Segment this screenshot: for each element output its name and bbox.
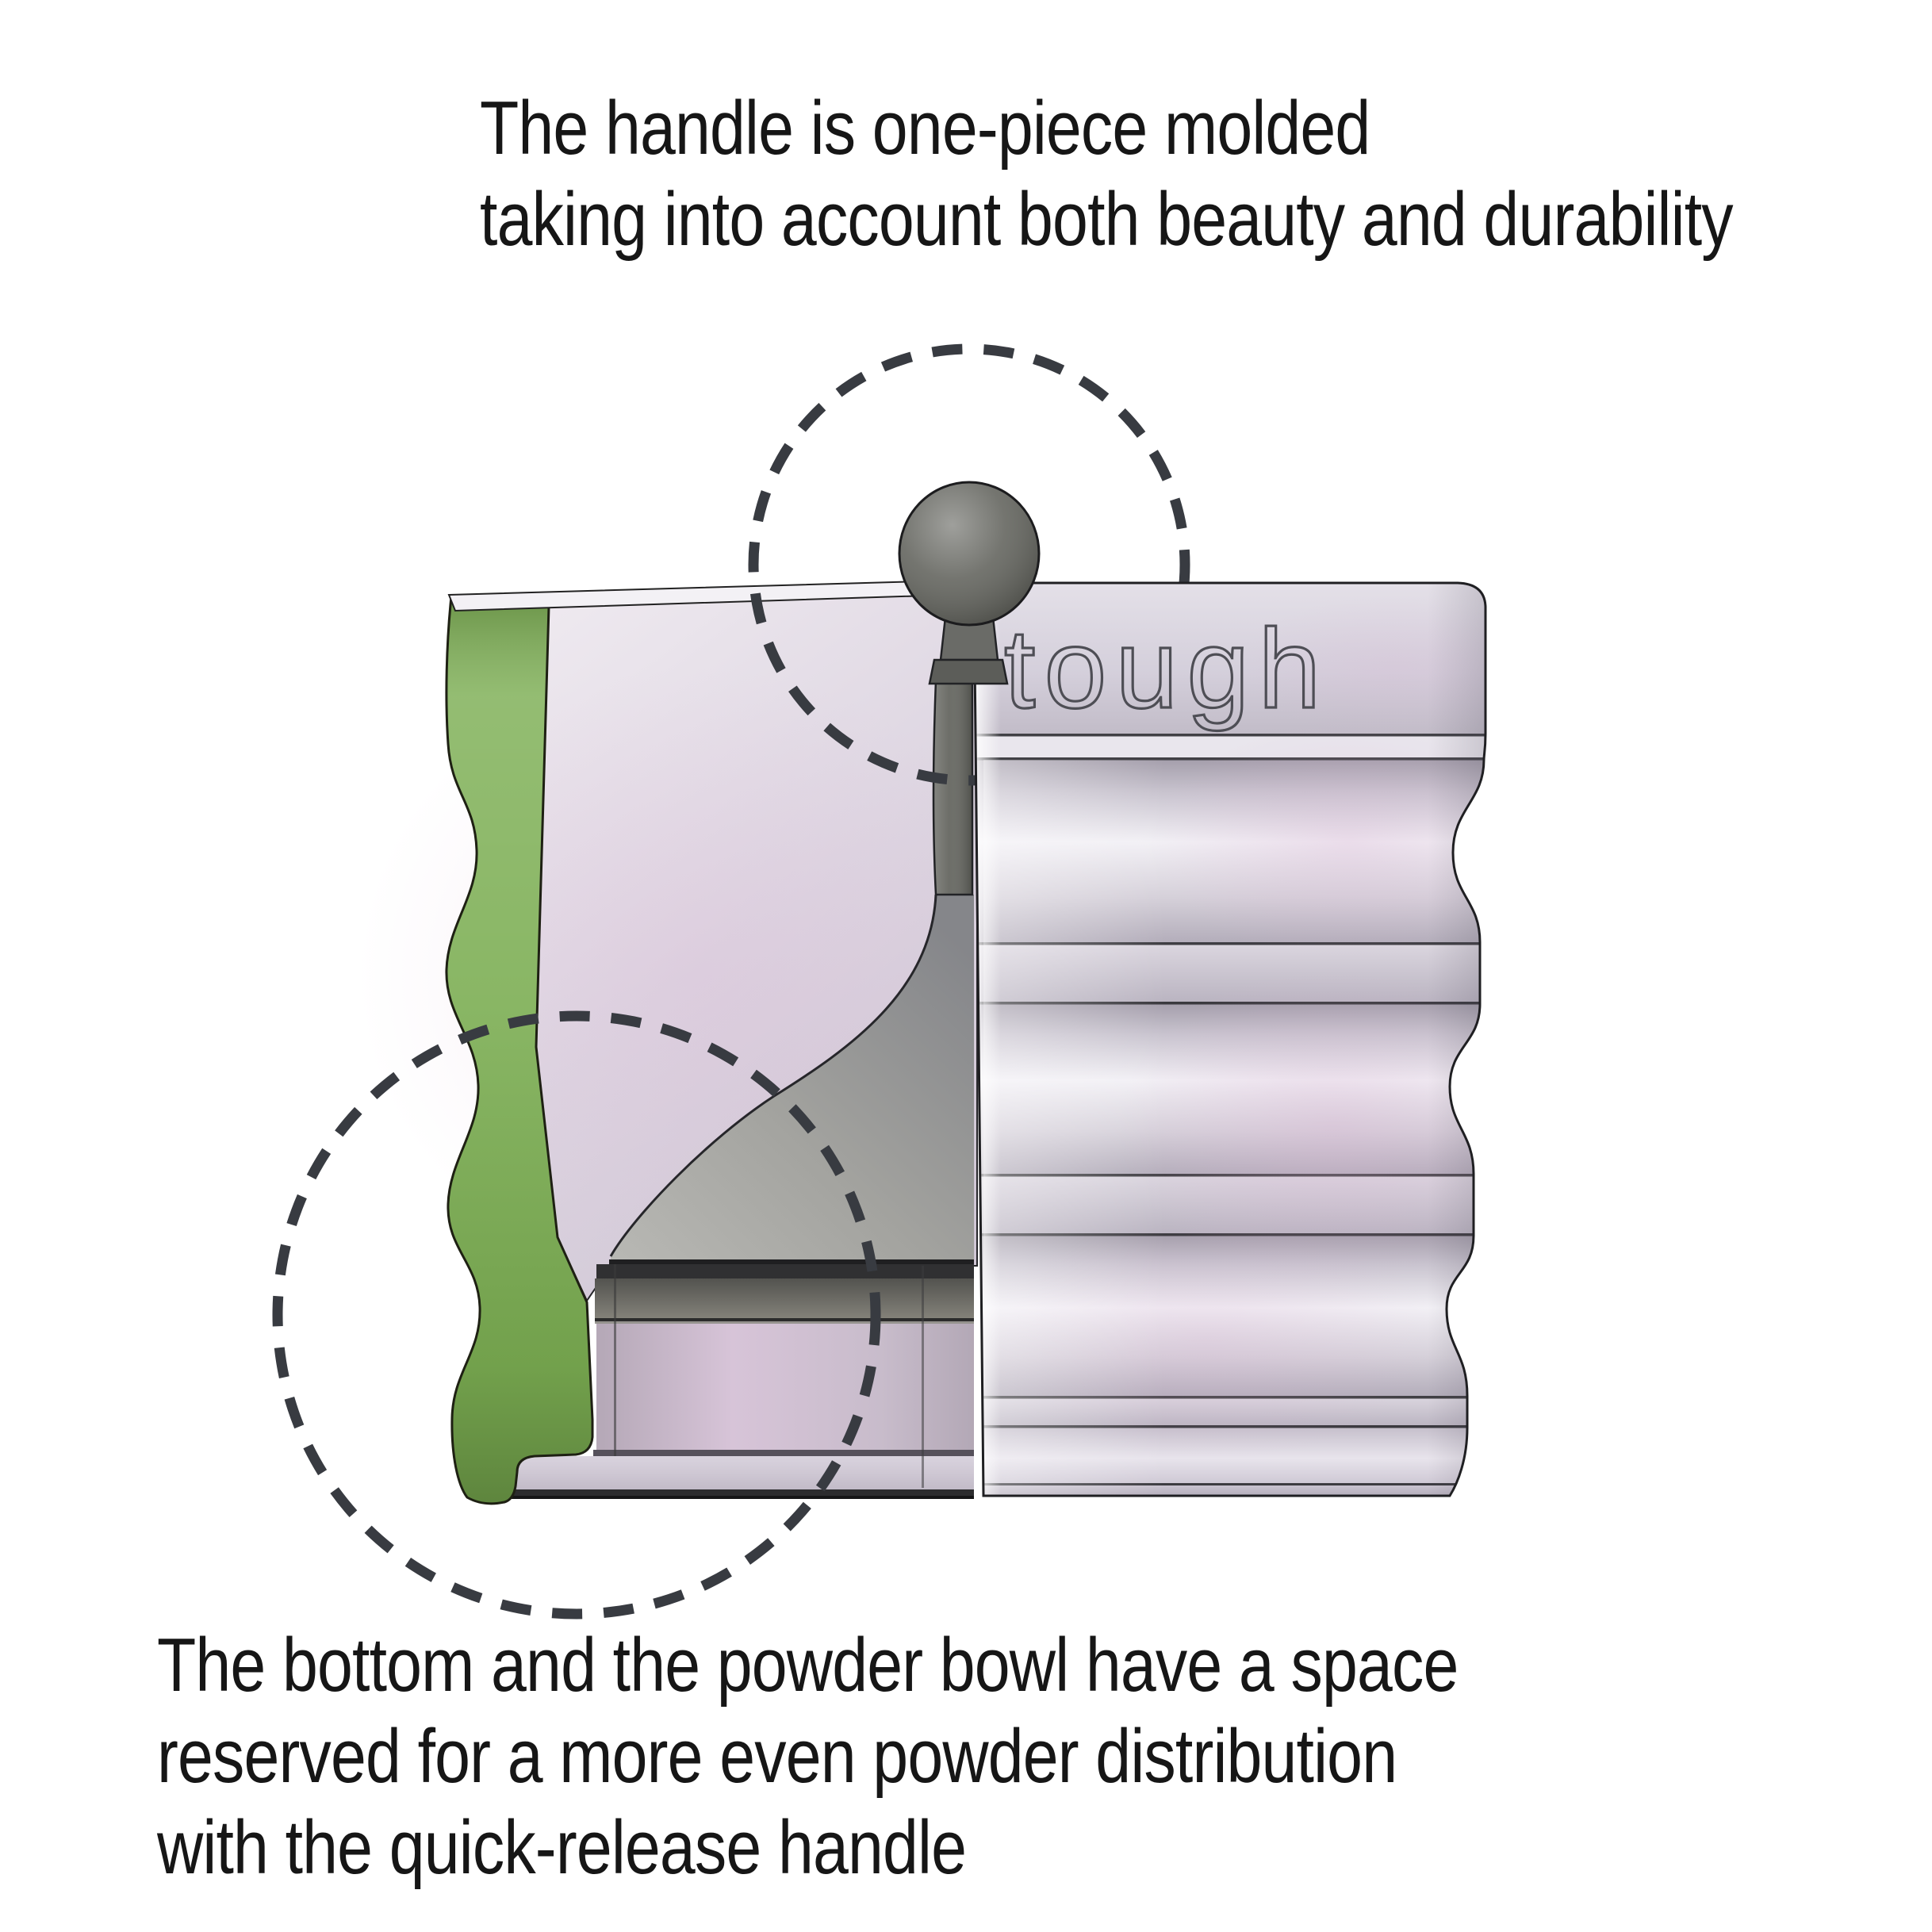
shell-sheen (983, 760, 1166, 1496)
top-annotation-line-1: The handle is one-piece molded (480, 86, 1370, 171)
shell-pink-reflection (1150, 722, 1485, 960)
handle-stem (932, 679, 974, 896)
band-left-outline (614, 1264, 616, 1456)
bottom-bowl-band (596, 1324, 974, 1450)
spacer-gray-band (595, 1278, 974, 1318)
knob-ball-shading (898, 481, 1041, 627)
handle-knob-callout-circle (748, 343, 1190, 786)
bottom-band-stack (476, 1259, 974, 1499)
top-annotation-line-2: taking into account both beauty and dura… (480, 177, 1734, 262)
spacer-dark-band (596, 1264, 974, 1278)
bowl-floor-line (609, 1259, 974, 1264)
cutaway-left-half (357, 578, 1039, 1505)
shell-right-half: tough (972, 581, 1487, 1497)
knob-collar (928, 658, 1009, 685)
shell-surface-bands (974, 583, 1485, 1496)
band-line (595, 1318, 974, 1321)
bottom-edge (476, 1489, 974, 1497)
top-annotation: The handle is one-piece molded taking in… (480, 82, 1932, 265)
bottom-annotation-line-3: with the quick-release handle (157, 1805, 967, 1890)
bottom-edge-line (476, 1496, 974, 1499)
bottom-annotation: The bottom and the powder bowl have a sp… (157, 1620, 1706, 1893)
brand-logo-text: tough (1004, 606, 1329, 732)
handle-knob (898, 481, 1041, 685)
bottom-space-callout-circle (272, 1010, 881, 1620)
base-band (500, 1456, 974, 1489)
bottom-annotation-line-2: reserved for a more even powder distribu… (157, 1714, 1397, 1799)
band-line (593, 1450, 974, 1456)
inner-shaft-seam (922, 1266, 924, 1488)
band-line (595, 1321, 974, 1324)
handle-funnel-cone (611, 895, 974, 1263)
bottom-annotation-line-1: The bottom and the powder bowl have a sp… (157, 1623, 1459, 1708)
